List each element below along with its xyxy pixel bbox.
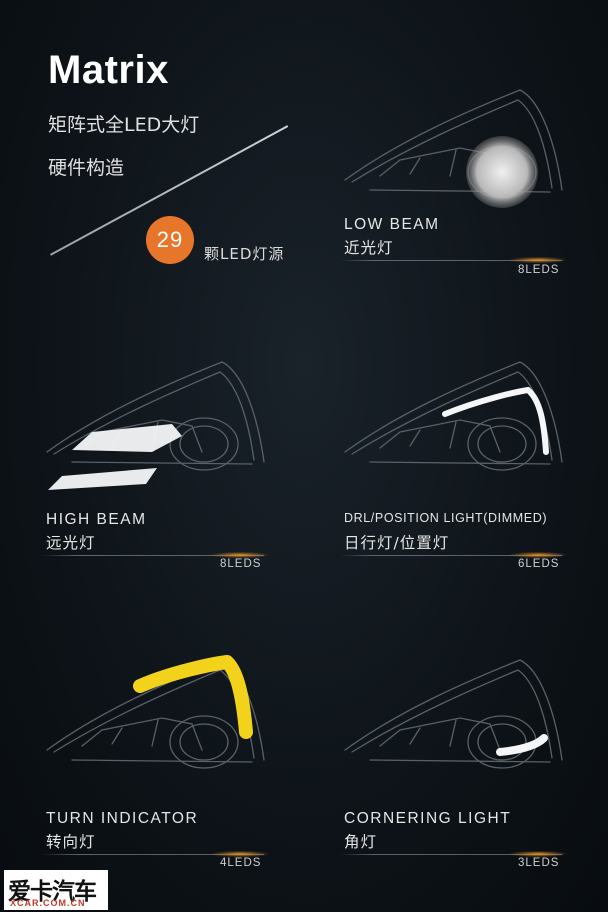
panel-label-en: TURN INDICATOR: [46, 810, 199, 827]
panel-rule: [340, 854, 562, 855]
low-beam-led-glow: [466, 136, 538, 208]
panel-rule: [340, 555, 562, 556]
cornering-led: [496, 734, 548, 756]
headlight-illustration-turn: [46, 655, 265, 769]
low-beam-led: [466, 136, 538, 208]
high-beam-led-lower: [48, 468, 157, 490]
high-beam-led-upper: [72, 424, 182, 452]
headlight-illustration-high-beam: [46, 361, 265, 490]
panel-rule: [42, 854, 264, 855]
panel-rule-glow: [212, 851, 268, 857]
page-title: Matrix: [48, 48, 169, 92]
panel-led-count: 4LEDS: [220, 857, 262, 869]
panel-rule-glow: [510, 552, 566, 558]
xcar-logo: 爱卡汽车 XCAR.COM.CN: [4, 870, 108, 910]
panel-label-en: DRL/POSITION LIGHT(DIMMED): [344, 511, 548, 525]
turn-led-strip: [133, 655, 253, 739]
panel-label-cn: 远光灯: [46, 534, 96, 552]
logo-sub-text: XCAR.COM.CN: [10, 898, 86, 908]
panel-rule: [42, 555, 264, 556]
panel-led-count: 6LEDS: [518, 558, 560, 570]
high-beam-led-glow: [48, 424, 182, 490]
panel-rule: [340, 260, 562, 261]
headlight-illustration-cornering: [344, 659, 563, 769]
headlight-illustration-low-beam: [344, 89, 563, 208]
drl-led-glow: [442, 386, 549, 455]
logo-main-text: 爱卡汽车: [8, 879, 97, 905]
subtitle-line2: 硬件构造: [48, 157, 125, 179]
panel-label-cn: 转向灯: [46, 833, 96, 851]
panel-label-cn: 近光灯: [344, 239, 394, 257]
panel-label-en: LOW BEAM: [344, 216, 440, 233]
led-count-badge: 29: [146, 216, 194, 264]
panel-label-en: HIGH BEAM: [46, 511, 147, 528]
panel-led-count: 8LEDS: [518, 264, 560, 276]
cornering-led-glow: [496, 734, 548, 756]
panel-label-cn: 角灯: [344, 833, 378, 851]
subtitle-line1: 矩阵式全LED大灯: [48, 114, 200, 136]
led-count-label: 颗LED灯源: [204, 245, 285, 263]
panel-rule-glow: [510, 851, 566, 857]
panel-label-en: CORNERING LIGHT: [344, 810, 512, 827]
panel-rule-glow: [212, 552, 268, 558]
headlight-illustration-drl: [344, 361, 563, 471]
panel-led-count: 3LEDS: [518, 857, 560, 869]
panel-led-count: 8LEDS: [220, 558, 262, 570]
panel-rule-glow: [510, 257, 566, 263]
drl-led-strip: [442, 386, 549, 455]
panel-label-cn: 日行灯/位置灯: [344, 534, 450, 552]
turn-led-glow: [133, 655, 253, 739]
